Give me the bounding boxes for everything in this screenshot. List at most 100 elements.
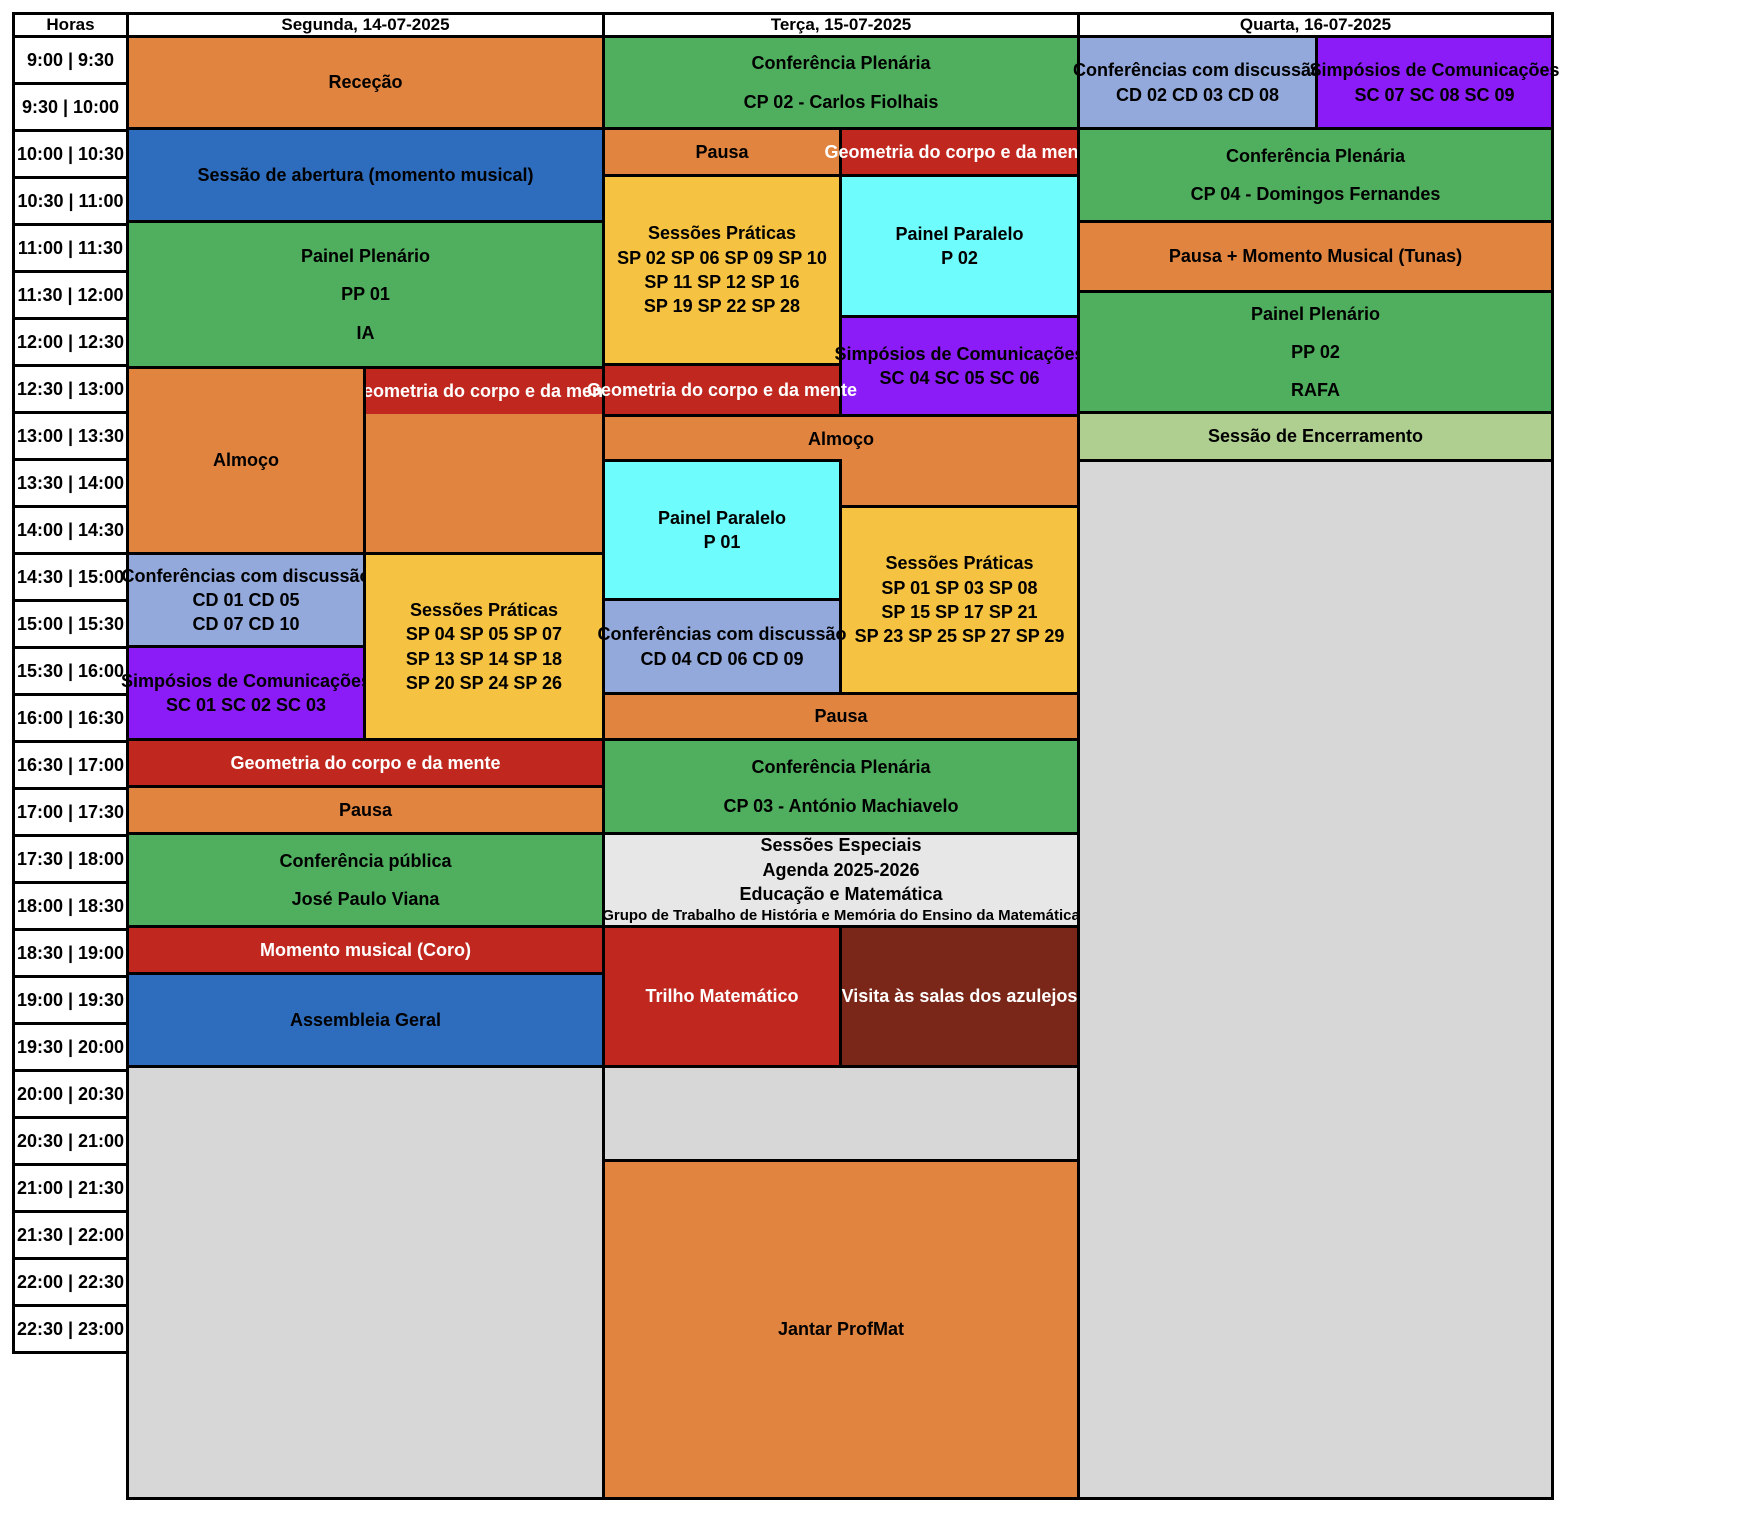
time-slot: 11:00 | 11:30 [12,223,129,273]
event-line: SP 01 SP 03 SP 08 [881,577,1038,598]
event-line: CP 04 - Domingos Fernandes [1190,184,1441,204]
event-line: Almoço [807,429,874,450]
event-line: Painel Paralelo [657,507,787,528]
tuesday-almoco-ext [839,459,1080,508]
time-slot: 15:00 | 15:30 [12,599,129,649]
event-line: Geometria do corpo e da mente [230,752,501,773]
event-line: José Paulo Viana [291,889,440,909]
tuesday-almoco: Almoço [602,414,1080,462]
tuesday-jantar: Jantar ProfMat [602,1159,1080,1500]
time-slot: 13:30 | 14:00 [12,458,129,508]
time-slot: 13:00 | 13:30 [12,411,129,461]
monday-geometria-1: Geometria do corpo e da mente [349,366,619,417]
event-line: Almoço [212,450,279,471]
header-tuesday: Terça, 15-07-2025 [602,12,1080,38]
monday-geometria-2: Geometria do corpo e da mente [126,738,605,788]
time-slot: 21:00 | 21:30 [12,1163,129,1213]
event-line: P 02 [941,248,978,268]
event-line: SP 11 SP 12 SP 16 [644,272,800,292]
event-line: Painel Plenário [1250,303,1381,324]
time-slot: 12:30 | 13:00 [12,364,129,414]
time-slot: 19:00 | 19:30 [12,975,129,1025]
event-line: Simpósios de Comunicações [834,343,1085,364]
time-slot: 20:30 | 21:00 [12,1116,129,1166]
tuesday-geometria-2: Geometria do corpo e da mente [587,363,857,417]
event-line: Sessões Práticas [409,599,559,620]
event-line: Conferência Plenária [1225,145,1406,166]
event-line: Conferência Plenária [751,757,931,778]
event-line: IA [356,322,375,343]
event-line: Agenda 2025-2026 [762,859,920,880]
event-line: Grupo de Trabalho de História e Memória … [602,907,1080,925]
event-line: Conferência pública [279,850,452,871]
time-slot: 14:30 | 15:00 [12,552,129,602]
event-line: RAFA [1291,380,1340,401]
time-slot: 18:30 | 19:00 [12,928,129,978]
event-line: Simpósios de Comunicações [120,670,372,691]
time-slot: 17:30 | 18:00 [12,834,129,884]
event-line: Conferência Plenária [751,53,931,74]
event-line: Assembleia Geral [289,1009,442,1030]
event-line: CD 07 CD 10 [192,614,300,635]
event-line: SC 04 SC 05 SC 06 [879,368,1040,388]
event-line: Painel Plenário [300,246,431,267]
time-slot: 9:30 | 10:00 [12,82,129,132]
monday-almoco-ext [363,414,605,555]
schedule-grid: Horas Segunda, 14-07-2025 Terça, 15-07-2… [12,12,1727,1500]
event-line: Trilho Matemático [645,986,799,1007]
event-line: Conferências com discussão [121,565,371,586]
event-line: Visita às salas dos azulejos [841,986,1078,1007]
event-line: P 01 [703,532,741,552]
tuesday-visita: Visita às salas dos azulejos [839,925,1080,1068]
event-line: Momento musical (Coro) [259,939,471,960]
wednesday-simposios: Simpósios de Comunicações SC 07 SC 08 SC … [1309,35,1560,130]
tuesday-geometria-1: Geometria do corpo e da mente [824,127,1095,177]
event-line: SP 19 SP 22 SP 28 [643,296,801,317]
tuesday-pausa-2: Pausa [602,692,1080,741]
tuesday-painel-paralelo-2: Painel Paralelo P 01 [602,459,842,601]
monday-momento-musical: Momento musical (Coro) [126,925,605,975]
event-line: Simpósios de Comunicações [1309,60,1560,81]
time-slot: 22:00 | 22:30 [12,1257,129,1307]
time-slot: 12:00 | 12:30 [12,317,129,367]
event-line: SP 15 SP 17 SP 21 [881,602,1038,622]
event-line: Sessão de abertura (momento musical) [197,164,534,185]
monday-pausa: Pausa [126,785,605,835]
event-line: SP 13 SP 14 SP 18 [405,648,563,669]
event-line: Geometria do corpo e da mente [824,141,1095,162]
monday-almoco: Almoço [126,366,366,555]
event-line: Geometria do corpo e da mente [586,379,858,400]
time-slot: 14:00 | 14:30 [12,505,129,555]
event-line: CD 01 CD 05 [192,589,300,610]
event-line: SC 07 SC 08 SC 09 [1354,84,1515,105]
event-line: Sessões Especiais [760,835,922,856]
event-line: Pausa + Momento Musical (Tunas) [1168,246,1463,267]
wednesday-encerramento: Sessão de Encerramento [1077,411,1554,462]
event-line: SC 01 SC 02 SC 03 [165,695,327,715]
wednesday-painel-plenario: Painel Plenário PP 02 RAFA [1077,290,1554,414]
event-line: PP 02 [1291,341,1340,362]
wednesday-conf-plenaria: Conferência Plenária CP 04 - Domingos Fer… [1077,127,1554,223]
time-slot: 20:00 | 20:30 [12,1069,129,1119]
event-line: Pausa [695,141,749,162]
monday-simposios: Simpósios de Comunicações SC 01 SC 02 SC … [121,645,371,741]
wednesday-empty [1077,459,1554,1500]
time-slot: 11:30 | 12:00 [12,270,129,320]
tuesday-pausa-1: Pausa [602,127,842,177]
time-slot: 10:30 | 11:00 [12,176,129,226]
time-slot: 16:00 | 16:30 [12,693,129,743]
monday-sessao-abertura: Sessão de abertura (momento musical) [126,127,605,223]
time-slot: 22:30 | 23:00 [12,1304,129,1354]
time-slot: 10:00 | 10:30 [12,129,129,179]
event-line: Educação e Matemática [739,884,943,905]
